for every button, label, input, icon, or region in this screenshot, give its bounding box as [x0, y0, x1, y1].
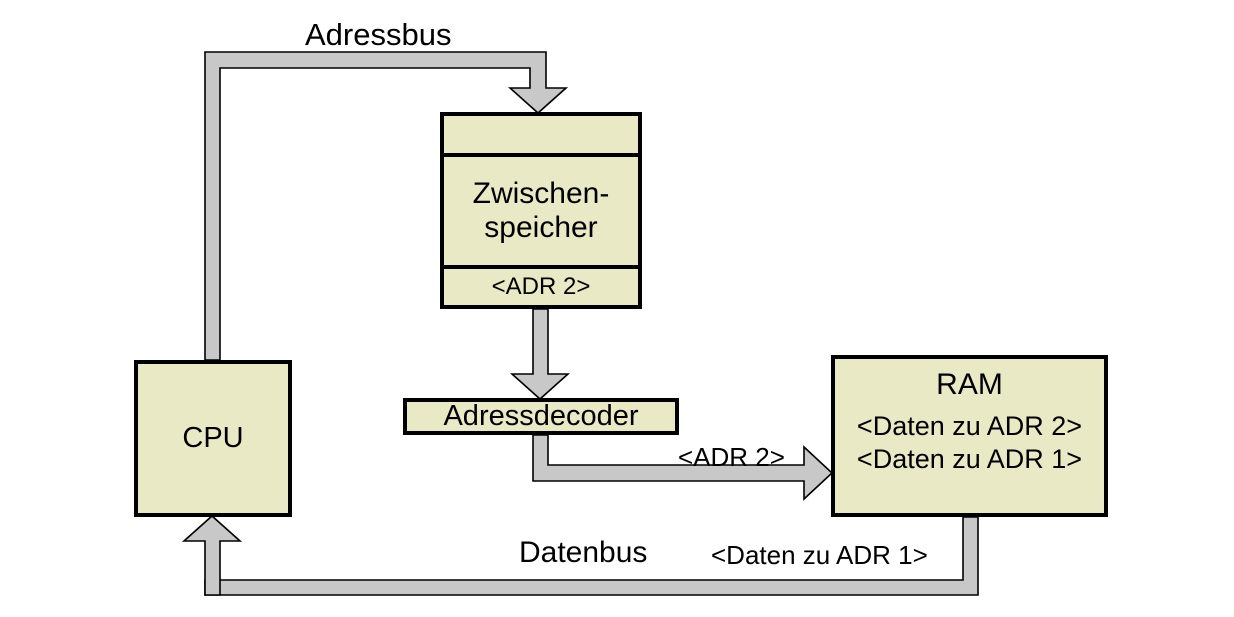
node-cpu[interactable]: CPU: [134, 360, 292, 517]
node-zwischenspeicher-value: <ADR 2>: [491, 272, 591, 300]
bus-adressdecoder-ram: [532, 434, 834, 501]
bus-adressbus: [204, 51, 569, 361]
bus-zwischenspeicher-adressdecoder: [509, 308, 571, 401]
label-datenbus: Datenbus: [519, 536, 648, 569]
node-zwischenspeicher-header: [444, 116, 638, 157]
bus-datenbus-riser: [181, 514, 243, 596]
node-adressdecoder-label: Adressdecoder: [443, 400, 639, 433]
label-daten-adr1: <Daten zu ADR 1>: [711, 540, 928, 570]
label-adressbus: Adressbus: [305, 17, 452, 52]
node-ram-line-2: <Daten zu ADR 1>: [856, 444, 1083, 475]
node-zwischenspeicher[interactable]: Zwischen- speicher <ADR 2>: [440, 112, 642, 309]
node-ram-line-1: <Daten zu ADR 2>: [856, 411, 1083, 441]
node-adressdecoder[interactable]: Adressdecoder: [403, 398, 679, 435]
node-zwischenspeicher-label: Zwischen- speicher: [444, 157, 638, 269]
node-cpu-label: CPU: [182, 422, 244, 455]
node-ram-title: RAM: [936, 368, 1003, 401]
label-adr2-wire: <ADR 2>: [678, 442, 785, 472]
node-ram[interactable]: RAM <Daten zu ADR 2> <Daten zu ADR 1>: [831, 355, 1108, 517]
